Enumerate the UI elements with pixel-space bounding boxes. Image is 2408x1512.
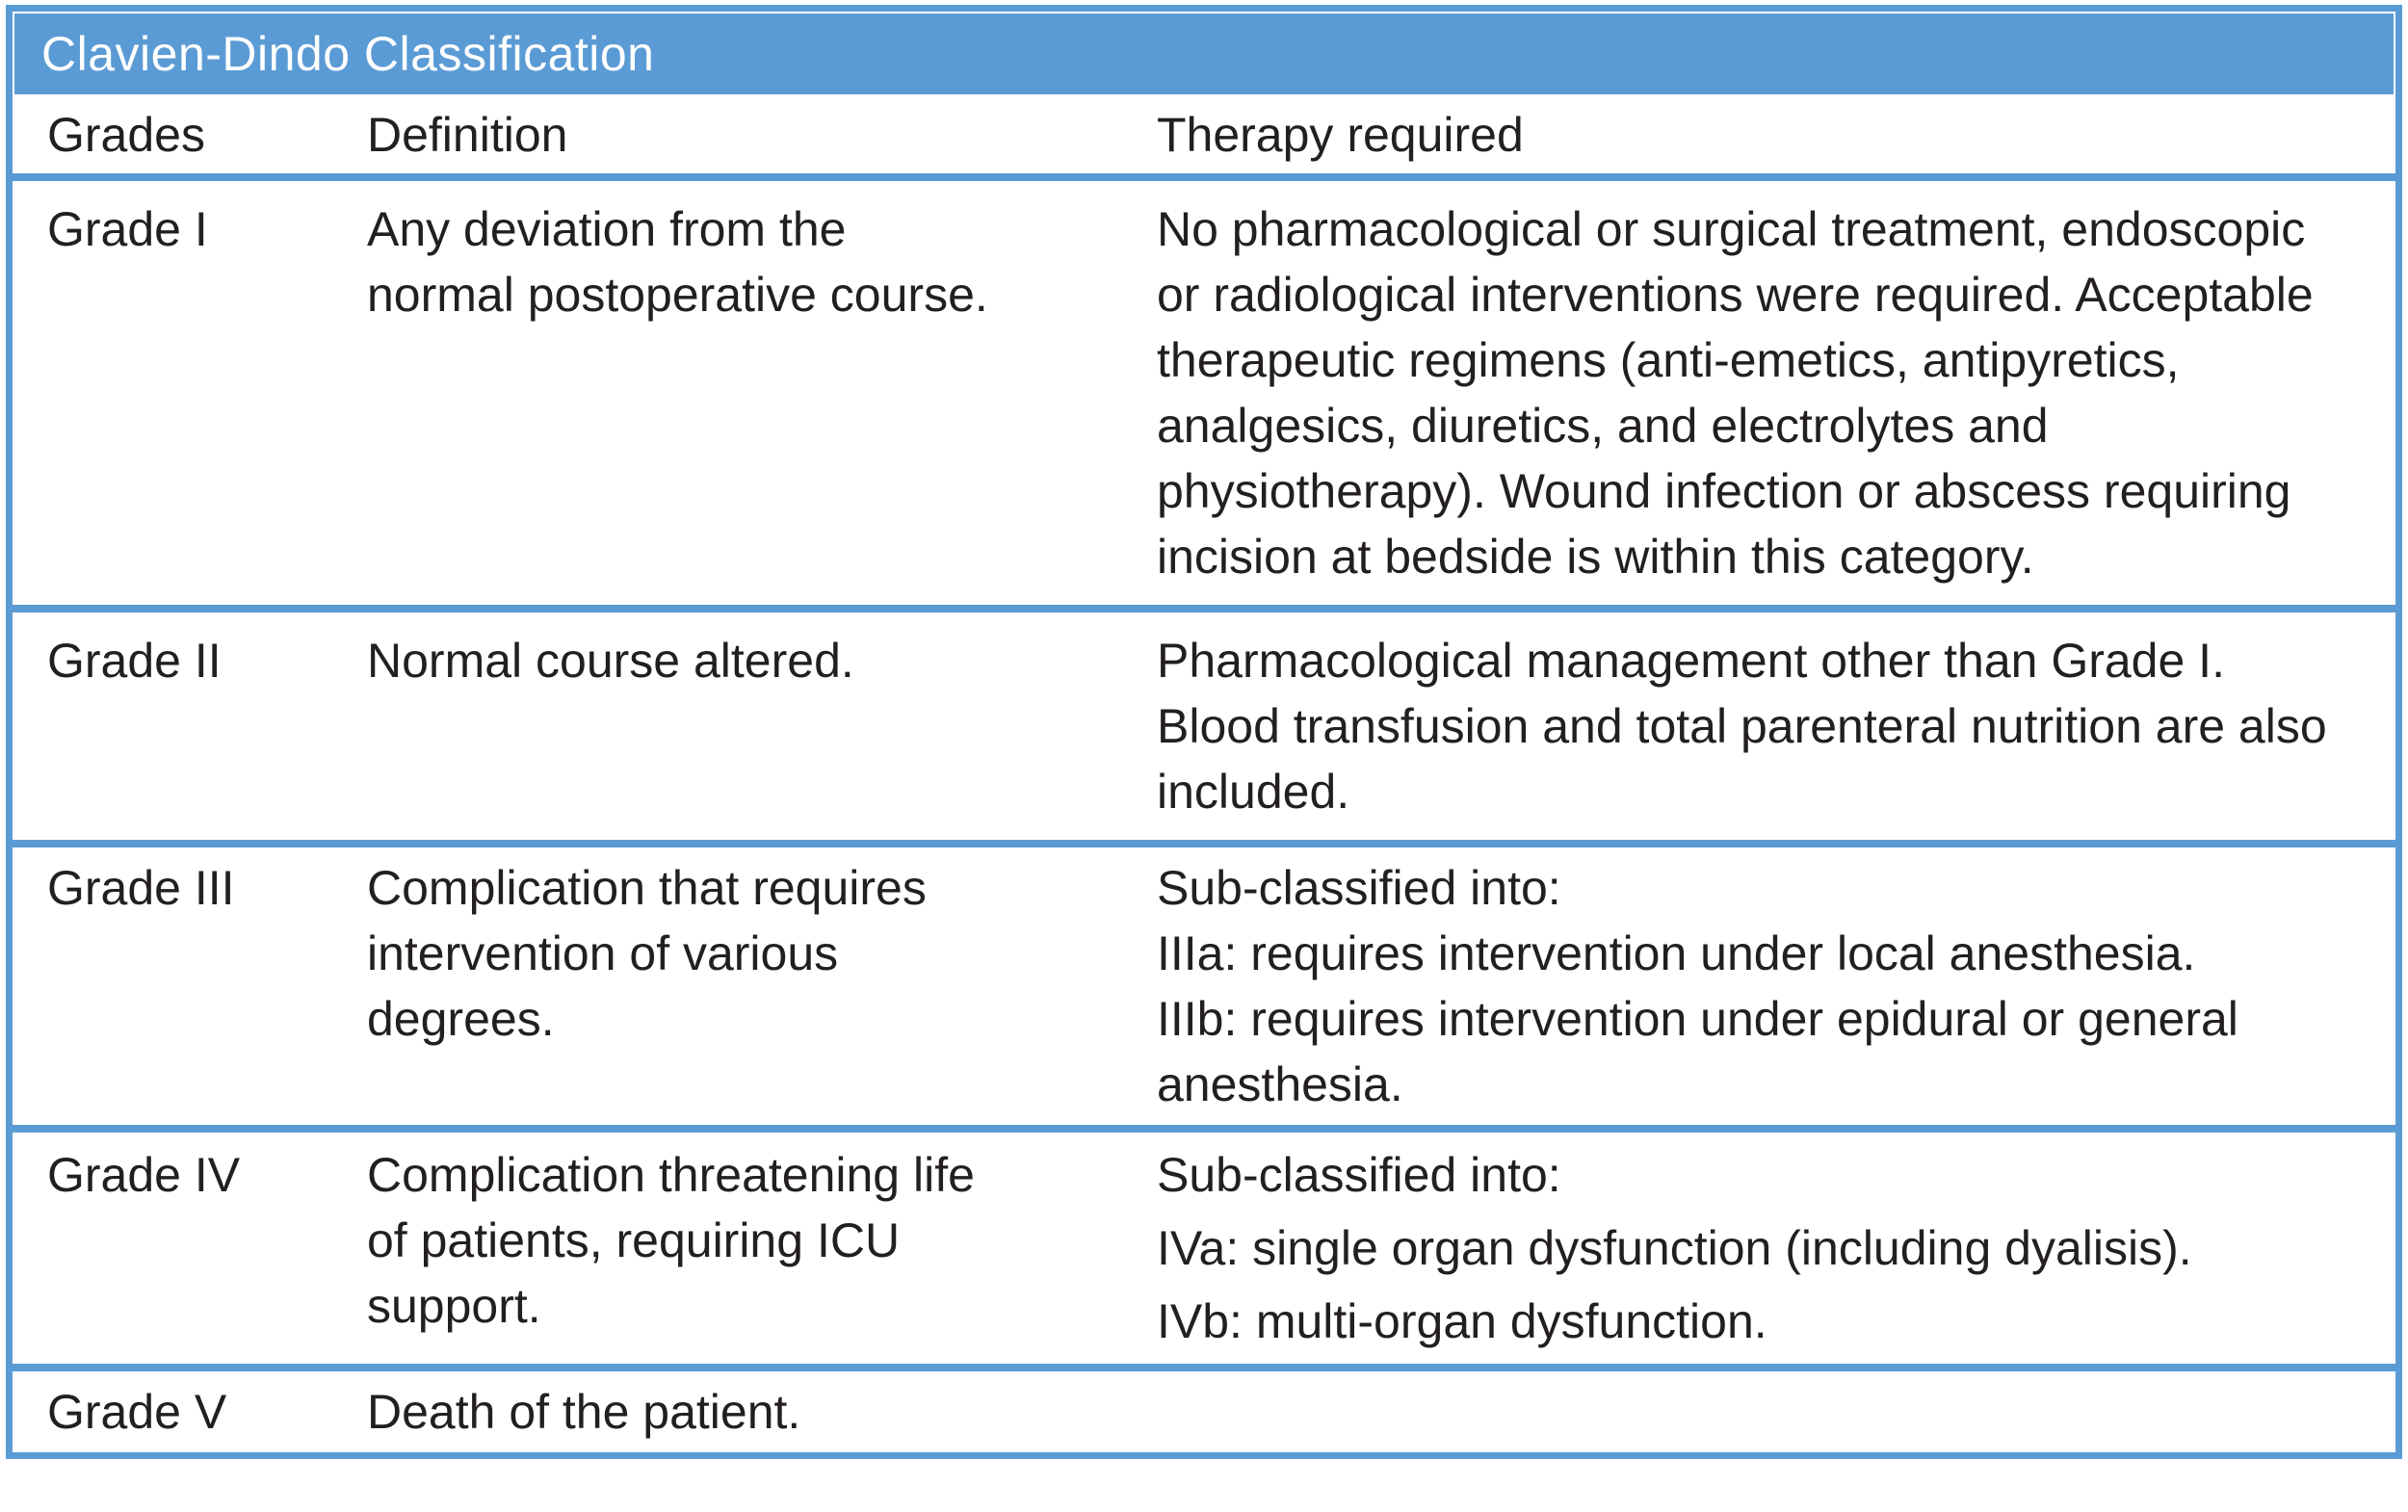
- column-header-grades: Grades: [47, 108, 205, 162]
- grade-cell: Grade V: [47, 1385, 227, 1439]
- therapy-paragraph: Sub-classified into:: [1157, 1148, 1561, 1202]
- therapy-cell: Sub-classified into: IVa: single organ d…: [1157, 1133, 2395, 1364]
- table-row-grade-4: Grade IV Complication threatening life o…: [13, 1125, 2395, 1364]
- grade-cell: Grade II: [47, 634, 222, 688]
- therapy-cell: [1157, 1371, 2395, 1452]
- table-title: Clavien-Dindo Classification: [41, 27, 655, 81]
- therapy-cell: Sub-classified into: IIIa: requires inte…: [1157, 847, 2395, 1125]
- table-row-grade-2: Grade II Normal course altered. Pharmaco…: [13, 605, 2395, 840]
- definition-cell: Normal course altered.: [367, 634, 854, 688]
- therapy-paragraph: IIIb: requires intervention under epidur…: [1157, 992, 2238, 1111]
- therapy-paragraph: Pharmacological management other than Gr…: [1157, 634, 2327, 819]
- therapy-paragraph: IVa: single organ dysfunction (including…: [1157, 1221, 2192, 1275]
- column-header-definition: Definition: [367, 108, 568, 162]
- therapy-paragraph: IIIa: requires intervention under local …: [1157, 926, 2196, 980]
- grade-cell: Grade IV: [47, 1148, 241, 1202]
- definition-cell: Complication that requires intervention …: [367, 861, 927, 1046]
- therapy-paragraph: No pharmacological or surgical treatment…: [1157, 202, 2314, 584]
- table-title-bar: Clavien-Dindo Classification: [14, 13, 2394, 94]
- therapy-cell: Pharmacological management other than Gr…: [1157, 613, 2395, 840]
- table-header-row: Grades Definition Therapy required: [13, 94, 2395, 173]
- therapy-cell: No pharmacological or surgical treatment…: [1157, 181, 2395, 605]
- clavien-dindo-table: Clavien-Dindo Classification Grades Defi…: [6, 5, 2402, 1459]
- table-row-grade-1: Grade I Any deviation from the normal po…: [13, 173, 2395, 605]
- definition-cell: Death of the patient.: [367, 1385, 801, 1439]
- table-row-grade-3: Grade III Complication that requires int…: [13, 840, 2395, 1125]
- therapy-paragraph: Sub-classified into:: [1157, 861, 1561, 915]
- column-header-therapy: Therapy required: [1157, 108, 1524, 162]
- definition-cell: Any deviation from the normal postoperat…: [367, 202, 988, 322]
- table-row-grade-5: Grade V Death of the patient.: [13, 1364, 2395, 1452]
- therapy-paragraph: IVb: multi-organ dysfunction.: [1157, 1294, 1767, 1348]
- grade-cell: Grade I: [47, 202, 208, 256]
- grade-cell: Grade III: [47, 861, 235, 915]
- definition-cell: Complication threatening life of patient…: [367, 1148, 975, 1333]
